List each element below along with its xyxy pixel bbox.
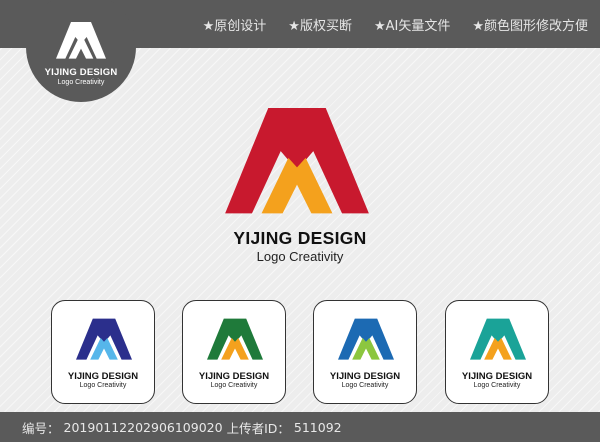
- variant-brand-name: YIJING DESIGN: [67, 371, 139, 382]
- variant-tagline: Logo Creativity: [341, 382, 389, 389]
- main-brand-name: YIJING DESIGN: [233, 228, 367, 248]
- feature-editable: ★颜色图形修改方便: [472, 18, 588, 34]
- feature-vector: ★AI矢量文件: [373, 18, 451, 34]
- variant-logo-icon: [470, 318, 526, 360]
- id-value: 20190112202906109020: [63, 419, 223, 435]
- badge-brand-name: YIJING DESIGN: [44, 67, 118, 78]
- main-tagline: Logo Creativity: [256, 249, 344, 264]
- variant-brand-name: YIJING DESIGN: [198, 371, 270, 382]
- brand-badge: YIJING DESIGN Logo Creativity: [26, 0, 136, 102]
- feature-original: ★原创设计: [202, 18, 267, 34]
- variant-tagline: Logo Creativity: [79, 382, 127, 389]
- variant-tagline: Logo Creativity: [210, 382, 258, 389]
- logo-variant-green: YIJING DESIGN Logo Creativity: [182, 300, 286, 404]
- footer-bar: 编号： 20190112202906109020 上传者ID： 511092: [0, 412, 600, 442]
- variant-logo-icon: [338, 318, 394, 360]
- logo-variant-teal: YIJING DESIGN Logo Creativity: [445, 300, 549, 404]
- logo-variant-lightblue: YIJING DESIGN Logo Creativity: [313, 300, 417, 404]
- variant-logo-icon: [76, 318, 132, 360]
- variant-tagline: Logo Creativity: [473, 382, 521, 389]
- id-label: 编号：: [22, 420, 60, 436]
- uploader-value: 511092: [293, 419, 342, 435]
- feature-copyright: ★版权买断: [288, 18, 352, 34]
- badge-tagline: Logo Creativity: [57, 79, 105, 86]
- variant-brand-name: YIJING DESIGN: [329, 371, 401, 382]
- main-logo-icon: [225, 108, 369, 214]
- uploader-label: 上传者ID：: [226, 420, 290, 436]
- variant-logo-icon: [207, 318, 263, 360]
- logo-variant-blue: YIJING DESIGN Logo Creativity: [51, 300, 155, 404]
- variant-brand-name: YIJING DESIGN: [461, 371, 533, 382]
- badge-logo-icon: [56, 22, 106, 59]
- feature-list: ★原创设计 ★版权买断 ★AI矢量文件 ★颜色图形修改方便: [203, 0, 588, 48]
